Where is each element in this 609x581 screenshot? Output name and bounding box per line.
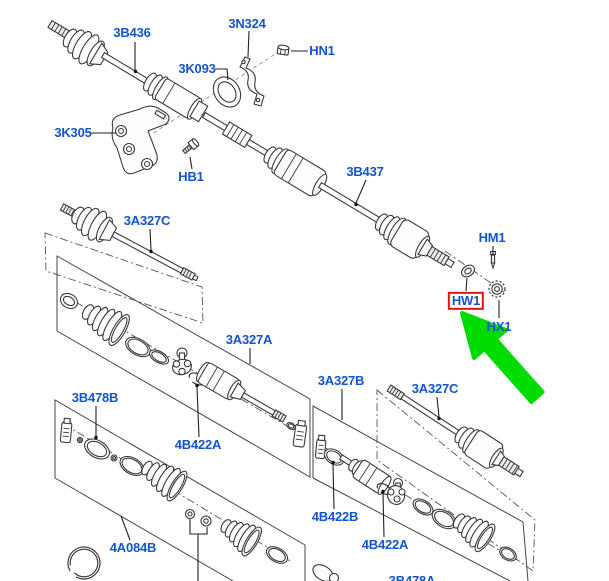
part-label-3A327C-upper[interactable]: 3A327C [123, 212, 171, 228]
nut-HN1 [276, 44, 290, 56]
part-label-3B478B[interactable]: 3B478B [71, 389, 119, 405]
green-arrow [460, 311, 545, 404]
exploded-parts-4A084B [59, 417, 289, 580]
part-label-HX1[interactable]: HX1 [486, 318, 512, 334]
washer-HW1 [460, 264, 476, 278]
exploded-parts-3A327A [59, 292, 308, 448]
part-label-3B437[interactable]: 3B437 [346, 163, 384, 179]
part-label-3A327A[interactable]: 3A327A [225, 331, 273, 347]
part-label-3B436[interactable]: 3B436 [113, 24, 151, 40]
leader-lines [91, 30, 500, 581]
part-label-3N324[interactable]: 3N324 [228, 15, 266, 31]
exploded-parts-3A327B [312, 434, 517, 581]
part-label-3A327C-lower[interactable]: 3A327C [411, 380, 459, 396]
ring-3K093 [212, 76, 242, 108]
assembly-boxes [44, 232, 536, 581]
part-label-HB1[interactable]: HB1 [178, 168, 204, 184]
halfshaft-3A327C-lower [386, 384, 524, 478]
bolt-HB1 [181, 138, 200, 155]
part-label-4B422B[interactable]: 4B422B [311, 508, 359, 524]
bracket-3K305 [111, 105, 170, 175]
bracket-3N324 [239, 56, 265, 107]
halfshaft-3A327C-upper [59, 203, 199, 282]
part-label-4B422A-right[interactable]: 4B422A [361, 536, 409, 552]
driveshaft-assembly [47, 19, 455, 269]
part-label-HN1[interactable]: HN1 [309, 42, 335, 58]
part-label-3A327B[interactable]: 3A327B [317, 372, 365, 388]
part-label-4B422A-left[interactable]: 4B422A [174, 436, 222, 452]
part-label-3K305[interactable]: 3K305 [54, 124, 92, 140]
part-label-HW1[interactable]: HW1 [447, 291, 485, 311]
part-label-3K093[interactable]: 3K093 [178, 60, 216, 76]
part-label-3B478A[interactable]: 3B478A [388, 572, 436, 581]
part-label-HM1[interactable]: HM1 [478, 229, 506, 245]
part-label-4A084B[interactable]: 4A084B [109, 539, 157, 555]
gear-HX1 [488, 280, 506, 298]
